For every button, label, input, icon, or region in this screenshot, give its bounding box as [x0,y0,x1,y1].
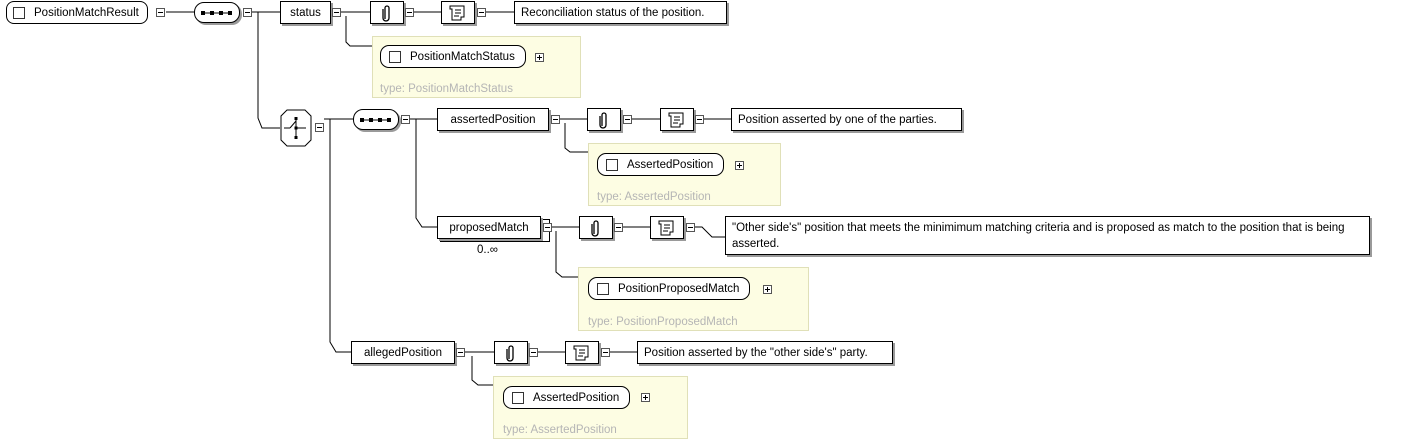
collapse-icon[interactable] [601,348,610,357]
collapse-icon[interactable] [551,115,560,124]
type-name: PositionMatchStatus [410,50,515,63]
collapse-icon[interactable] [456,348,465,357]
element-label: status [290,6,321,19]
attribute-clip-icon[interactable] [370,1,404,24]
documentation-icon[interactable] [565,341,599,364]
root-element-label: PositionMatchResult [34,6,139,19]
collapse-icon[interactable] [405,8,414,17]
collapse-icon[interactable] [477,8,486,17]
type-label: type: AssertedPosition [597,191,711,203]
type-name: AssertedPosition [627,158,714,171]
type-label: type: PositionProposedMatch [588,316,738,328]
complex-type-icon [606,158,618,171]
attribute-clip-icon[interactable] [579,216,613,239]
collapse-icon[interactable] [243,8,252,17]
type-AssertedPosition[interactable]: AssertedPosition [503,386,631,409]
element-label: proposedMatch [449,221,529,234]
collapse-icon[interactable] [543,223,552,232]
collapse-icon[interactable] [614,223,623,232]
complex-type-icon [389,50,401,63]
documentation-assertedPosition: Position asserted by one of the parties. [731,108,962,131]
documentation-status: Reconciliation status of the position. [514,1,727,24]
element-status[interactable]: status [280,1,331,24]
collapse-icon[interactable] [401,115,410,124]
attribute-clip-icon[interactable] [587,108,621,131]
documentation-icon[interactable] [650,216,684,239]
type-label: type: AssertedPosition [503,424,617,436]
sequence-icon[interactable] [194,2,240,23]
type-PositionProposedMatch[interactable]: PositionProposedMatch [588,277,751,300]
expand-icon[interactable] [535,53,544,62]
element-label: assertedPosition [450,113,536,126]
cardinality-label: 0..∞ [477,244,498,256]
root-element-PositionMatchResult[interactable]: PositionMatchResult [6,1,148,24]
element-proposedMatch[interactable]: proposedMatch [437,216,541,239]
expand-icon[interactable] [735,161,744,170]
type-label: type: PositionMatchStatus [380,83,513,95]
documentation-icon[interactable] [441,1,475,24]
complex-type-icon [13,6,25,19]
type-name: PositionProposedMatch [618,282,740,295]
documentation-icon[interactable] [660,108,694,131]
collapse-icon[interactable] [529,348,538,357]
sequence-icon[interactable] [353,109,399,130]
element-label: allegedPosition [363,346,442,359]
type-AssertedPosition[interactable]: AssertedPosition [597,153,725,176]
expand-icon[interactable] [763,285,772,294]
element-allegedPosition[interactable]: allegedPosition [351,341,455,364]
documentation-allegedPosition: Position asserted by the "other side's" … [637,341,893,364]
collapse-icon[interactable] [315,123,324,132]
collapse-icon[interactable] [623,115,632,124]
documentation-proposedMatch: "Other side's" position that meets the m… [725,216,1370,255]
complex-type-icon [512,391,524,404]
element-assertedPosition[interactable]: assertedPosition [437,108,549,131]
collapse-icon[interactable] [332,8,341,17]
expand-icon[interactable] [641,393,650,402]
attribute-clip-icon[interactable] [494,341,528,364]
collapse-icon[interactable] [156,8,165,17]
collapse-icon[interactable] [695,115,704,124]
type-PositionMatchStatus[interactable]: PositionMatchStatus [380,45,526,68]
complex-type-icon [597,282,609,295]
type-name: AssertedPosition [533,391,620,404]
choice-icon[interactable] [280,109,312,147]
collapse-icon[interactable] [686,223,695,232]
